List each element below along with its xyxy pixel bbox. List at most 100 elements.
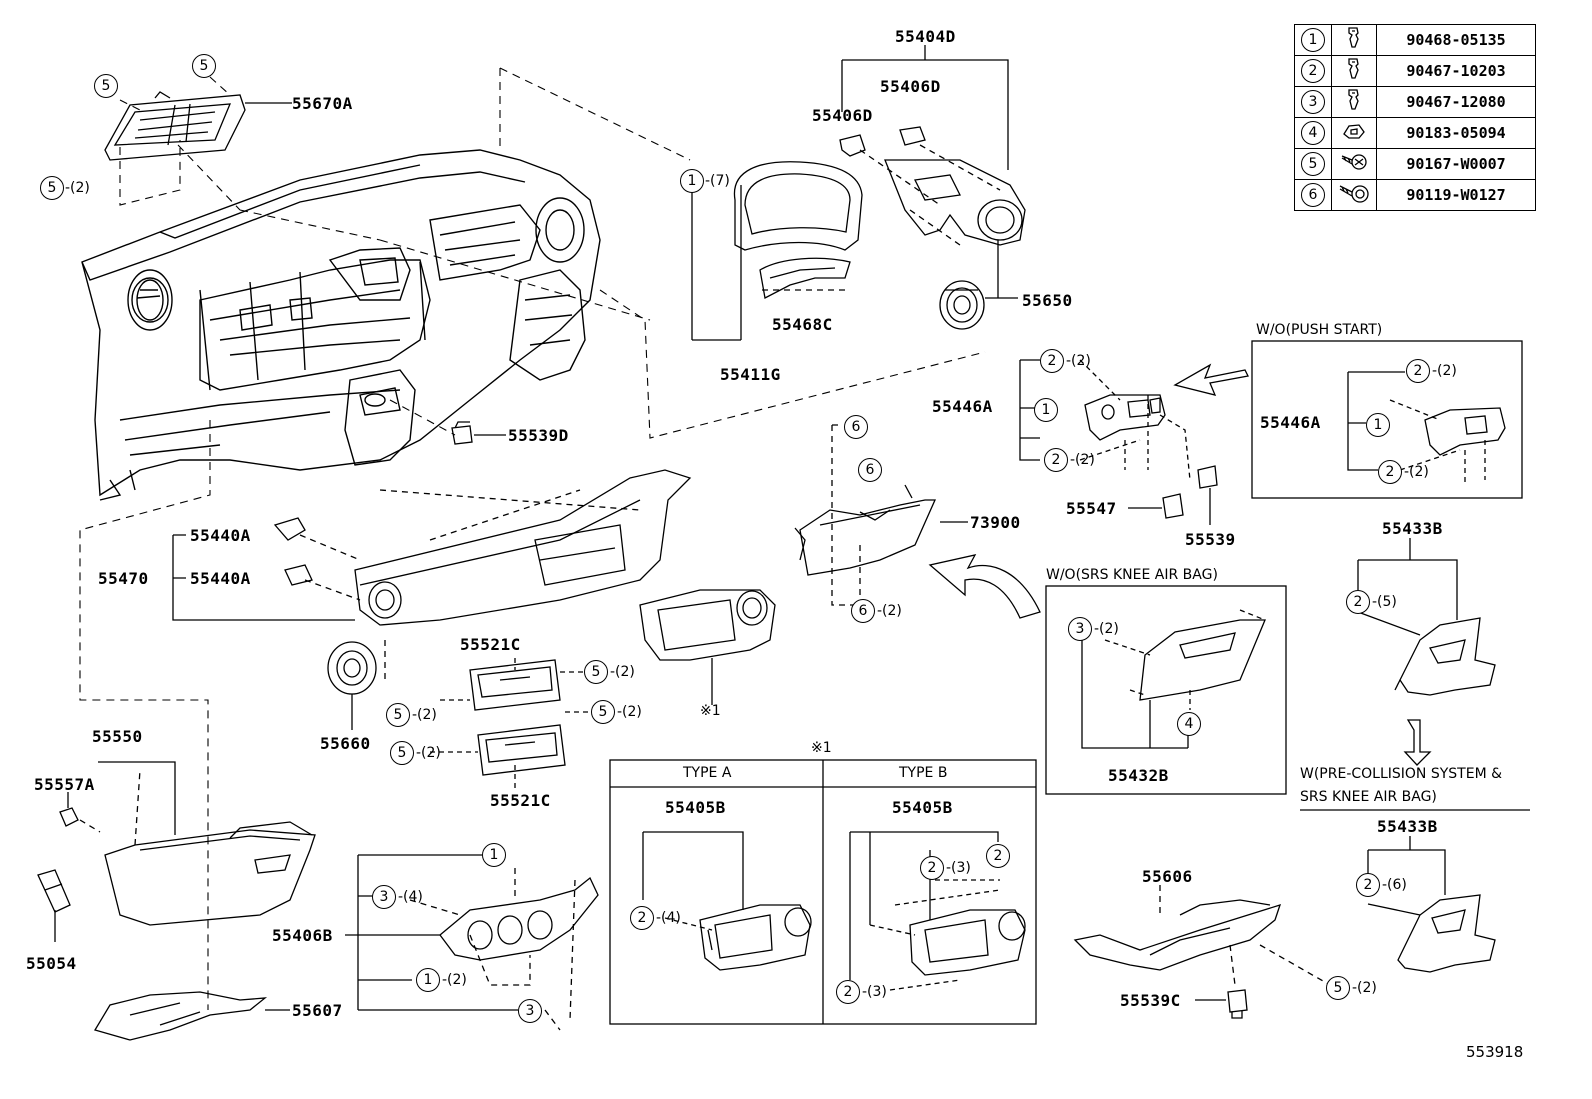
- callout-quantity: -(2): [1352, 980, 1377, 996]
- callout-quantity: -(5): [1372, 594, 1397, 610]
- part-number-label[interactable]: 73900: [970, 513, 1021, 532]
- audio-type-b-drawing: [909, 909, 1026, 976]
- callout-circle: 6: [851, 599, 875, 623]
- legend-part-number[interactable]: 90467-10203: [1376, 55, 1536, 87]
- glove-dashed: [79, 769, 141, 846]
- callout-circle: 5: [390, 741, 414, 765]
- callout-circle: 2: [836, 980, 860, 1004]
- part-55607-drawing: [94, 991, 268, 1041]
- callout-circle: 6: [858, 458, 882, 482]
- part-number-label[interactable]: 55054: [26, 954, 77, 973]
- dashboard-dashed-leaders: [79, 67, 986, 1010]
- part-number-label[interactable]: 55539: [1185, 530, 1236, 549]
- knee-panel-55433b-lower-drawing: [1397, 894, 1496, 973]
- callout-circle: 2: [1301, 59, 1325, 83]
- bracket-55446a: [1019, 359, 1040, 461]
- callout-quantity: -(2): [610, 664, 635, 680]
- part-number-label[interactable]: 55650: [1022, 291, 1073, 310]
- lower-finish-panel-drawing: [354, 469, 692, 626]
- bracket-55406b: [345, 854, 518, 1011]
- part-number-label[interactable]: 55433B: [1377, 817, 1438, 836]
- part-number-label[interactable]: 55470: [98, 569, 149, 588]
- switch-dashed: [430, 658, 590, 788]
- callout-circle: 2: [1356, 873, 1380, 897]
- callout-circle: 2: [986, 844, 1010, 868]
- type-a-dashed: [664, 917, 713, 931]
- callout-quantity: -(2): [1070, 452, 1095, 468]
- callout-circle: 1: [482, 843, 506, 867]
- part-number-label[interactable]: 55432B: [1108, 766, 1169, 785]
- callout-circle: 2: [920, 856, 944, 880]
- callout-quantity: -(2): [1404, 464, 1429, 480]
- callout-circle: 1: [680, 169, 704, 193]
- panel-73900-dashed: [831, 424, 861, 606]
- part-number-label[interactable]: 55406B: [272, 926, 333, 945]
- callout-quantity: -(2): [1066, 353, 1091, 369]
- bracket-type-b: [849, 831, 999, 980]
- push-start-variant-drawing: [1389, 399, 1506, 485]
- part-number-label[interactable]: 55557A: [34, 775, 95, 794]
- callout-quantity: -(2): [416, 745, 441, 761]
- screw-icon: [1331, 148, 1377, 180]
- callout-circle: 3: [1068, 617, 1092, 641]
- legend-ref-cell: 5: [1294, 148, 1332, 180]
- part-number-label[interactable]: 55404D: [895, 27, 956, 46]
- callout-circle: 5: [40, 176, 64, 200]
- clip-55440a-drawing: [273, 517, 313, 586]
- part-number-label[interactable]: 55607: [292, 1001, 343, 1020]
- switch-knob-55650-drawing: [939, 280, 985, 330]
- legend-ref-cell: 2: [1294, 55, 1332, 87]
- pre-collision-label-1: W(PRE-COLLISION SYSTEM &: [1300, 766, 1503, 782]
- audio-type-a-drawing: [699, 904, 812, 971]
- part-number-label[interactable]: 55521C: [460, 635, 521, 654]
- part-number-label[interactable]: 55550: [92, 727, 143, 746]
- part-number-label[interactable]: 55446A: [1260, 413, 1321, 432]
- part-number-label[interactable]: 55547: [1066, 499, 1117, 518]
- damper-55557a-drawing: [59, 807, 79, 827]
- callout-circle: 5: [192, 54, 216, 78]
- part-number-label[interactable]: 55468C: [772, 315, 833, 334]
- callout-circle: 2: [1378, 460, 1402, 484]
- legend-part-number[interactable]: 90468-05135: [1376, 24, 1536, 56]
- part-number-label[interactable]: 55440A: [190, 569, 251, 588]
- part-number-label[interactable]: 55405B: [665, 798, 726, 817]
- part-55539c-drawing: [1227, 989, 1248, 1019]
- part-number-label[interactable]: 55606: [1142, 867, 1193, 886]
- legend-part-number[interactable]: 90183-05094: [1376, 117, 1536, 149]
- vent-55670a-drawing: [104, 91, 246, 161]
- legend-part-number[interactable]: 90119-W0127: [1376, 179, 1536, 211]
- part-number-label[interactable]: 55539D: [508, 426, 569, 445]
- legend-ref-cell: 6: [1294, 179, 1332, 211]
- bracket-55411g: [691, 180, 742, 341]
- audio-face-drawing: [639, 589, 776, 661]
- callout-circle: 4: [1301, 121, 1325, 145]
- legend-part-number[interactable]: 90167-W0007: [1376, 148, 1536, 180]
- legend-row: 2 90467-10203: [1294, 55, 1536, 87]
- callout-circle: 2: [1406, 359, 1430, 383]
- part-number-label[interactable]: 55411G: [720, 365, 781, 384]
- part-number-label[interactable]: 55406D: [812, 106, 873, 125]
- callout-circle: 2: [1346, 590, 1370, 614]
- part-number-label[interactable]: 55433B: [1382, 519, 1443, 538]
- switch-bezel-55446a-drawing: [1084, 394, 1166, 441]
- bracket-55432b: [1081, 630, 1189, 749]
- part-number-label[interactable]: 55670A: [292, 94, 353, 113]
- up-arrow: [1403, 719, 1432, 766]
- part-number-label[interactable]: 55539C: [1120, 991, 1181, 1010]
- bracket-55470: [172, 534, 355, 621]
- part-number-label[interactable]: 55660: [320, 734, 371, 753]
- glove-box-drawing: [104, 821, 316, 926]
- callout-quantity: -(2): [442, 972, 467, 988]
- part-number-label[interactable]: 55446A: [932, 397, 993, 416]
- part-number-label[interactable]: 55440A: [190, 526, 251, 545]
- legend-ref-cell: 3: [1294, 86, 1332, 118]
- callout-quantity: -(4): [656, 910, 681, 926]
- part-number-label[interactable]: 55406D: [880, 77, 941, 96]
- callout-quantity: -(6): [1382, 877, 1407, 893]
- part-number-label[interactable]: 55521C: [490, 791, 551, 810]
- legend-part-number[interactable]: 90467-12080: [1376, 86, 1536, 118]
- meter-hood-drawing: [733, 161, 863, 299]
- part-number-label[interactable]: 55405B: [892, 798, 953, 817]
- note-mark-label: ※1: [700, 703, 721, 719]
